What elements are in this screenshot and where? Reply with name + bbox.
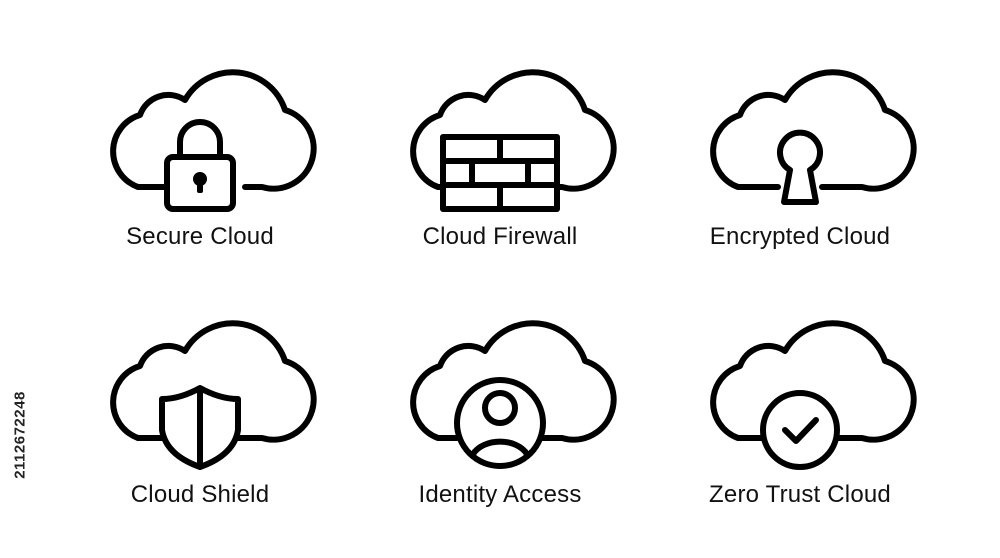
- icon-tile-cloud-firewall: Cloud Firewall: [370, 62, 630, 272]
- icon-tile-identity-access: Identity Access: [370, 320, 630, 530]
- icon-label: Zero Trust Cloud: [709, 481, 891, 508]
- icon-label: Cloud Shield: [130, 481, 270, 508]
- icon-tile-secure-cloud: Secure Cloud: [70, 62, 330, 272]
- side-id-text: 2112672248: [8, 320, 32, 550]
- icon-label: Identity Access: [418, 481, 582, 508]
- cloud-keyhole-icon: [710, 69, 917, 205]
- icon-label: Encrypted Cloud: [709, 223, 891, 250]
- icon-tile-cloud-shield: Cloud Shield: [70, 320, 330, 530]
- cloud-shield-icon: [110, 320, 317, 470]
- icon-tile-zero-trust-cloud: Zero Trust Cloud: [670, 320, 930, 530]
- side-id-label: 2112672248: [11, 391, 29, 479]
- icon-label: Cloud Firewall: [422, 223, 578, 250]
- icon-label: Secure Cloud: [126, 223, 274, 250]
- cloud-firewall-icon: [410, 69, 617, 212]
- icon-tile-encrypted-cloud: Encrypted Cloud: [670, 62, 930, 272]
- cloud-user-icon: [410, 320, 617, 469]
- cloud-check-icon: [710, 320, 917, 470]
- cloud-padlock-icon: [110, 69, 317, 212]
